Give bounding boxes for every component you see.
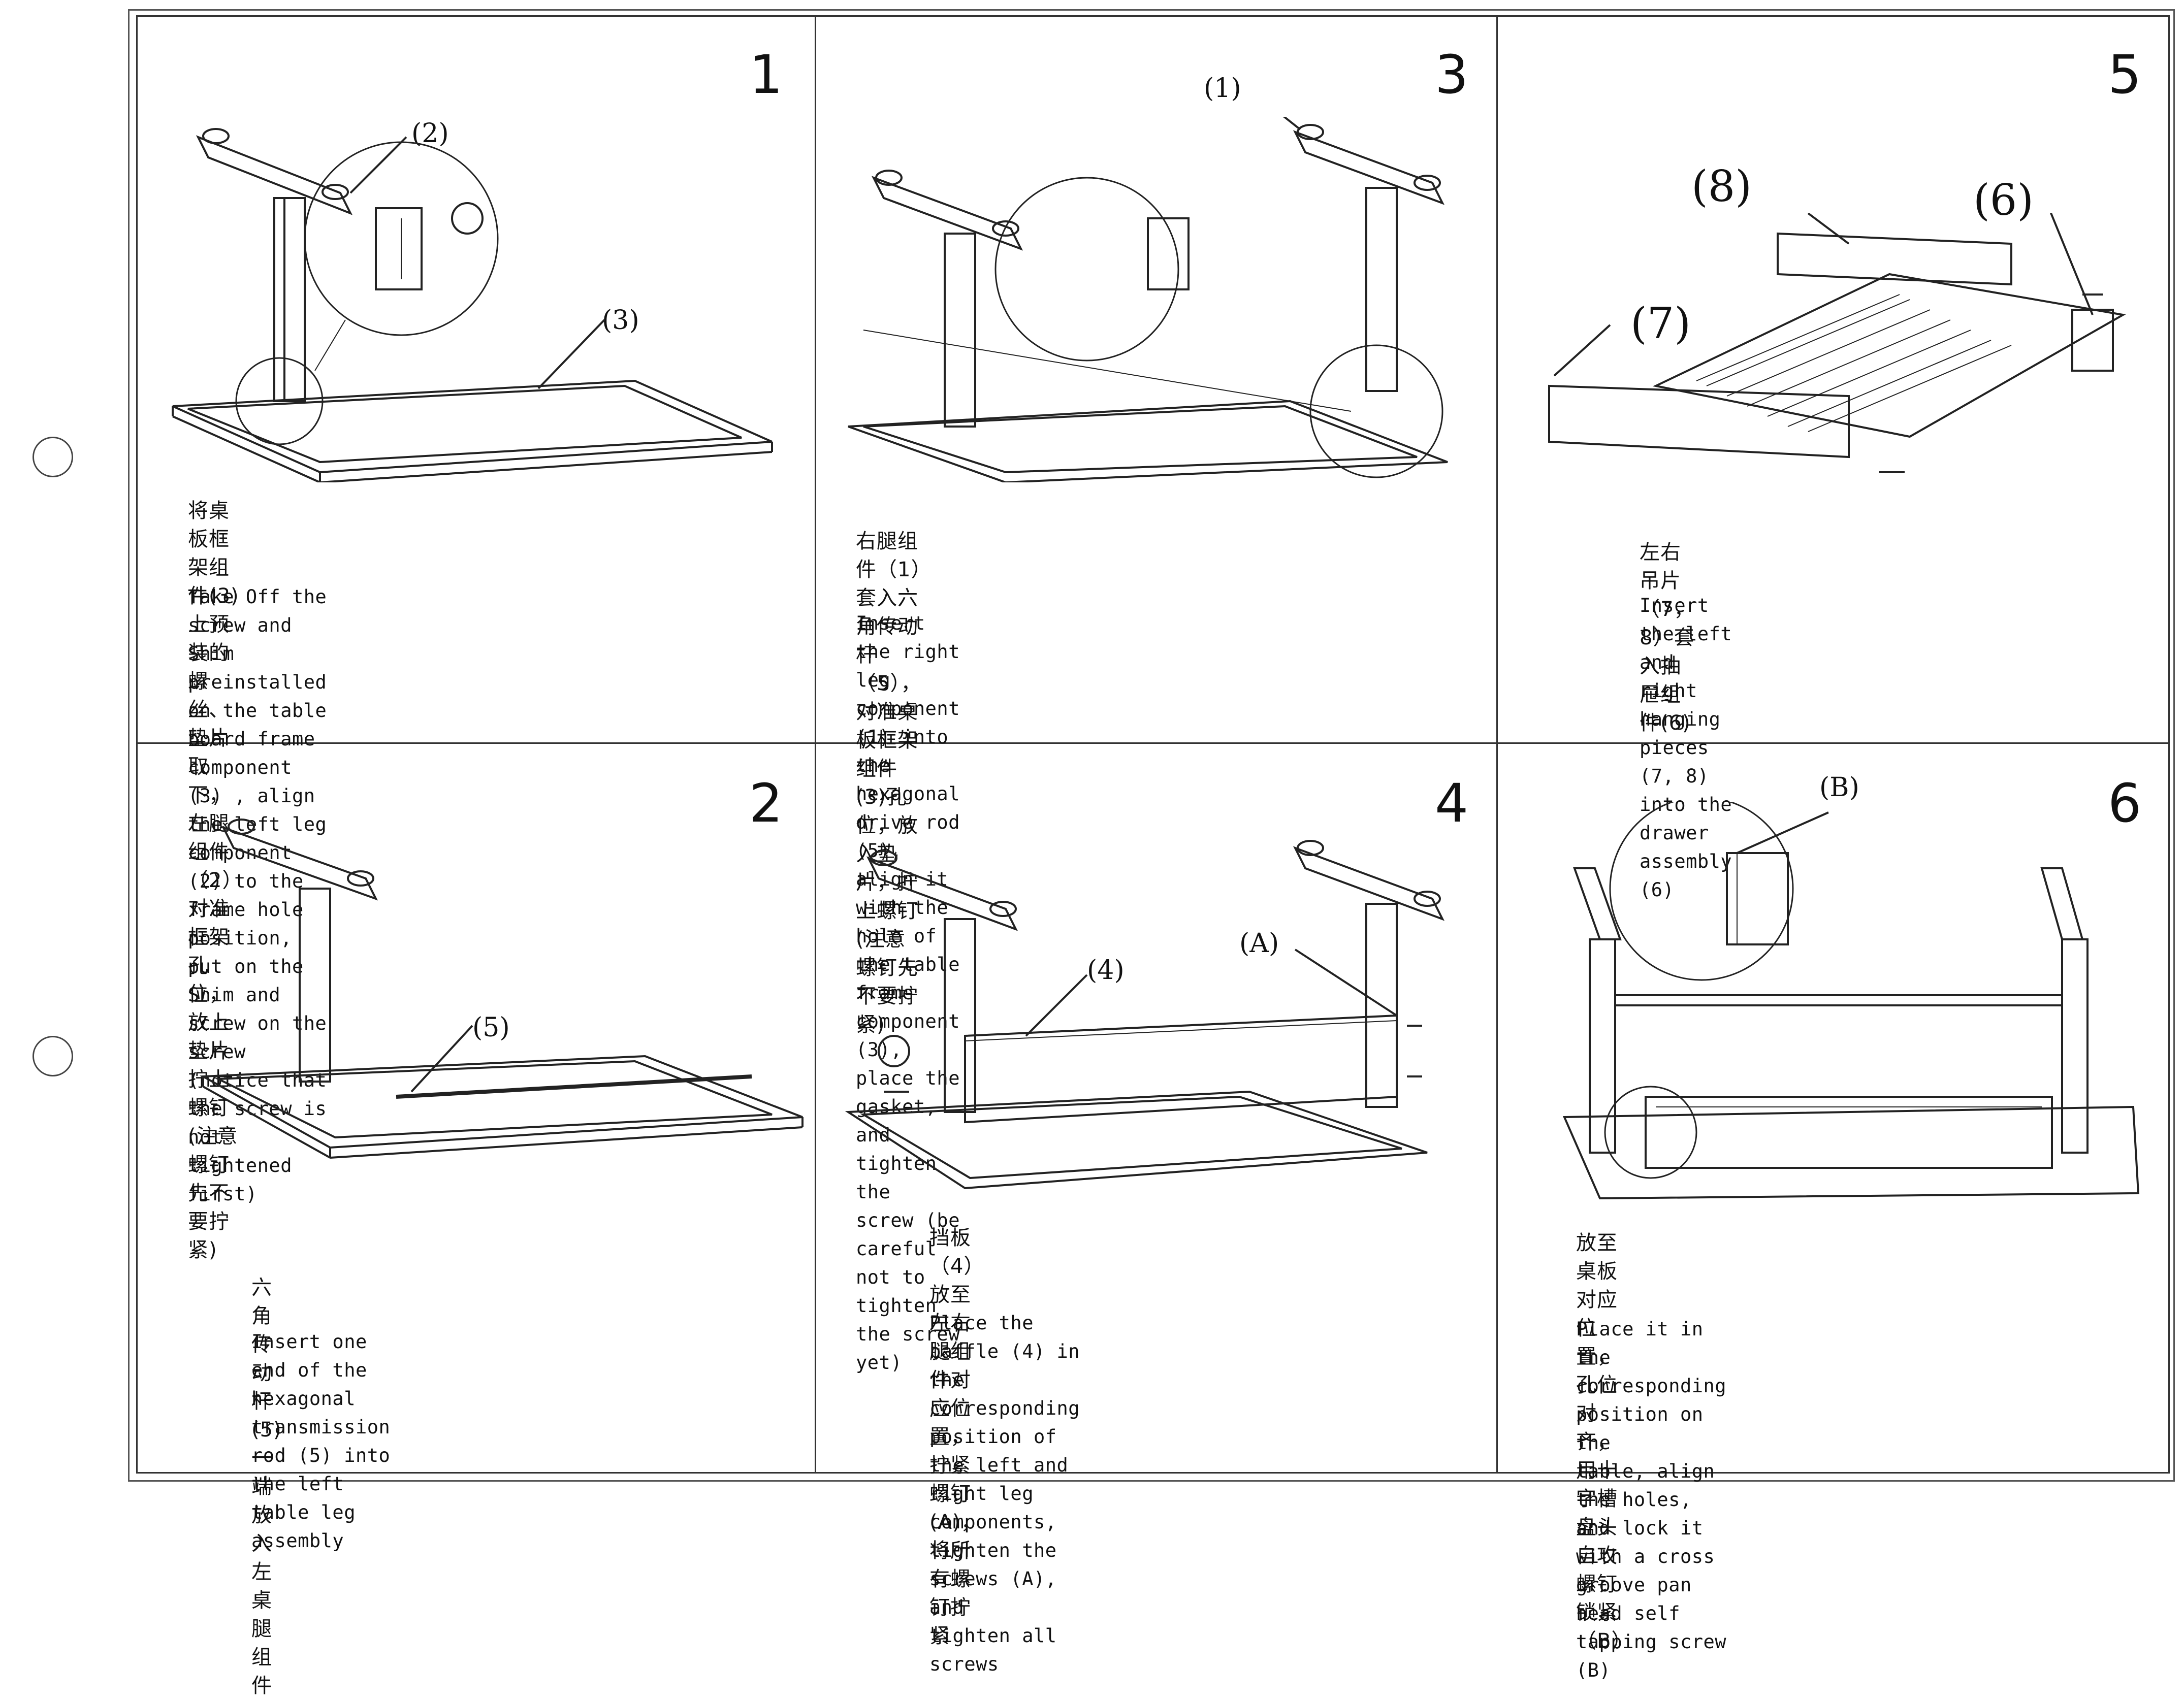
callout-label: (4) [1087,955,1125,986]
step-6-illustration [1544,802,2154,1208]
sheet-border-outer [128,9,2175,1482]
step-number: 5 [2108,44,2142,106]
sheet-border-inner [136,15,2170,1474]
instruction-zh: 右腿组件（1）套入六角传动杆（5），对准桌板框架组件(3)孔 位，放入垫片，拧上… [856,530,922,1036]
callout-label: (5) [472,1012,510,1043]
callout-label: (2) [411,118,449,149]
callout-label: (1) [1204,73,1241,104]
callout-label: (B) [1819,772,1859,803]
step-5-illustration [1544,213,2133,498]
instruction-en: Take Off the screw and Shim preinstalled… [188,586,327,1205]
binder-hole-bottom [33,1036,73,1076]
instruction-zh: 将桌板框架组件(3)上预装的螺丝、垫片取下，左腿组件（2） 对准框架孔位，放上垫… [188,499,243,1262]
callout-label: (3) [602,305,639,336]
instruction-en: Place the baffle (4) in the correspondin… [929,1312,1080,1675]
step-3-illustration [843,117,1483,482]
step-4-illustration [843,838,1453,1203]
row-divider [136,742,2170,744]
step-1-illustration [168,117,792,482]
instruction-en: Insert one end of the hexagonal transmis… [251,1331,391,1552]
step-number: 2 [749,772,783,834]
column-divider-2 [1496,15,1498,1474]
callout-label: (A) [1239,928,1279,959]
callout-label: (6) [1973,175,2034,225]
instruction-sheet: 1 (2) (3) [33,9,2175,1697]
step-number: 4 [1435,772,1469,834]
instruction-zh: 左右吊片（7，8）套入抽屉组件(6) [1640,541,1695,735]
binder-hole-top [33,437,73,477]
step-number: 3 [1435,44,1469,106]
step-number: 1 [749,44,783,106]
callout-label: (7) [1630,299,1691,348]
step-2-illustration [198,812,808,1168]
step-number: 6 [2108,772,2142,834]
callout-label: (8) [1691,161,1752,211]
instruction-en: Place it in the corresponding position o… [1576,1318,1727,1681]
column-divider-1 [815,15,816,1474]
instruction-en: Insert the right leg component (1) into … [856,612,960,1374]
instruction-en: Insert the left and right hanging pieces… [1640,595,1732,901]
